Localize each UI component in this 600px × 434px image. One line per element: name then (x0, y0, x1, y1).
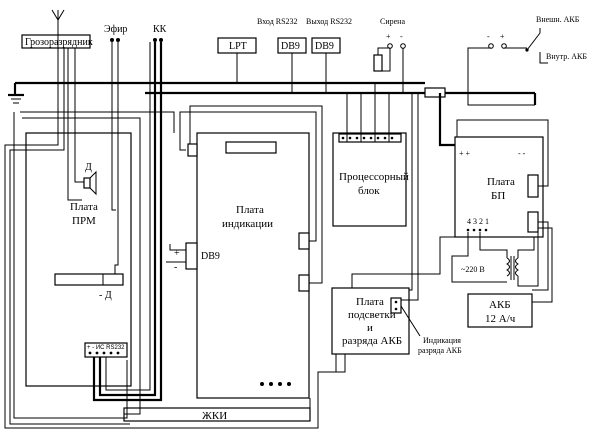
lpt-label: LPT (229, 41, 247, 52)
receiver-board-title: Плата (70, 201, 98, 213)
receiver-connector-strip (54, 273, 124, 286)
rs232-out-label: Выход RS232 (306, 17, 352, 26)
psu-side-connector-bottom (527, 211, 539, 233)
backlight-connector (390, 297, 402, 314)
backlight-board-l3: и (367, 322, 373, 334)
svg-text:-: - (400, 32, 403, 41)
kk-connector-icon (153, 38, 163, 42)
svg-text:+: + (500, 32, 505, 41)
svg-text:+: + (386, 32, 391, 41)
indication-board (196, 132, 310, 399)
receiver-board (25, 132, 132, 387)
indication-board-subtitle: индикации (222, 218, 273, 230)
lightning-arrester-box (21, 34, 91, 49)
siren-label: Сирена (380, 17, 405, 26)
transformer-icon (506, 256, 519, 280)
backlight-board-l1: Плата (356, 296, 384, 308)
wiring (4, 28, 553, 429)
battery-box (467, 293, 533, 328)
indication-plus: + (174, 248, 180, 259)
rs232-in-label: Вход RS232 (257, 17, 298, 26)
db9-out-label: DB9 (315, 41, 334, 52)
backlight-board-l4: разряда АКБ (342, 335, 402, 347)
bus-lines (8, 81, 537, 105)
svg-text:-: - (487, 32, 490, 41)
ether-label: Эфир (104, 24, 127, 35)
psu-board-subtitle: БП (491, 190, 505, 202)
psu-side-connector-top (527, 174, 539, 198)
indication-lpt-slot (225, 141, 277, 154)
battery-switch-icon: - + (487, 32, 541, 52)
receiver-board-subtitle: ПРМ (72, 215, 96, 227)
siren-connector-icon: + - (386, 32, 406, 49)
backlight-board-l2: подсветки (348, 309, 396, 321)
mains-label: ~220 В (461, 265, 485, 274)
psu-pins-a: + + (459, 149, 471, 158)
battery-discharge-label-1: Индикация (423, 336, 461, 345)
indication-db9-label: DB9 (201, 251, 220, 262)
receiver-minus-d-label: - Д (99, 290, 112, 301)
processor-pins (341, 136, 394, 140)
receiver-pins (88, 351, 120, 355)
battery-capacity: 12 А/ч (485, 313, 516, 325)
psu-pin-row (466, 228, 488, 232)
processor-block-title: Процессорный (339, 171, 409, 183)
antenna-icon (51, 9, 65, 35)
battery-label: АКБ (489, 299, 511, 311)
indication-leds (260, 382, 291, 386)
receiver-d-label: Д (85, 162, 92, 173)
kk-label: КК (153, 24, 167, 35)
psu-pins-b: - - (518, 149, 526, 158)
indication-side-connector-a (298, 232, 310, 250)
indication-db9-slot (185, 242, 198, 270)
processor-block (332, 132, 407, 227)
db9-in-label: DB9 (281, 41, 300, 52)
lightning-arrester-label: Грозоразрядник (25, 37, 93, 48)
lcd-label: ЖКИ (202, 410, 227, 422)
indication-top-connector (187, 143, 198, 157)
int-battery-label: Внутр. АКБ (546, 52, 587, 61)
psu-pin-numbers: 4 3 2 1 (467, 217, 489, 226)
processor-block-subtitle: блок (358, 185, 380, 197)
indication-board-title: Плата (236, 204, 264, 216)
fuse-icon (373, 54, 383, 72)
psu-board-title: Плата (487, 176, 515, 188)
ext-battery-label: Внешн. АКБ (536, 15, 580, 24)
ether-connector-icon (110, 38, 120, 42)
indication-minus: - (174, 262, 177, 273)
battery-discharge-label-2: разряда АКБ (418, 346, 462, 355)
indication-side-connector-b (298, 274, 310, 292)
bus-fuse-icon (424, 87, 446, 98)
receiver-pin-labels: + - ИС RS232 (87, 345, 125, 351)
speaker-icon (83, 170, 97, 196)
